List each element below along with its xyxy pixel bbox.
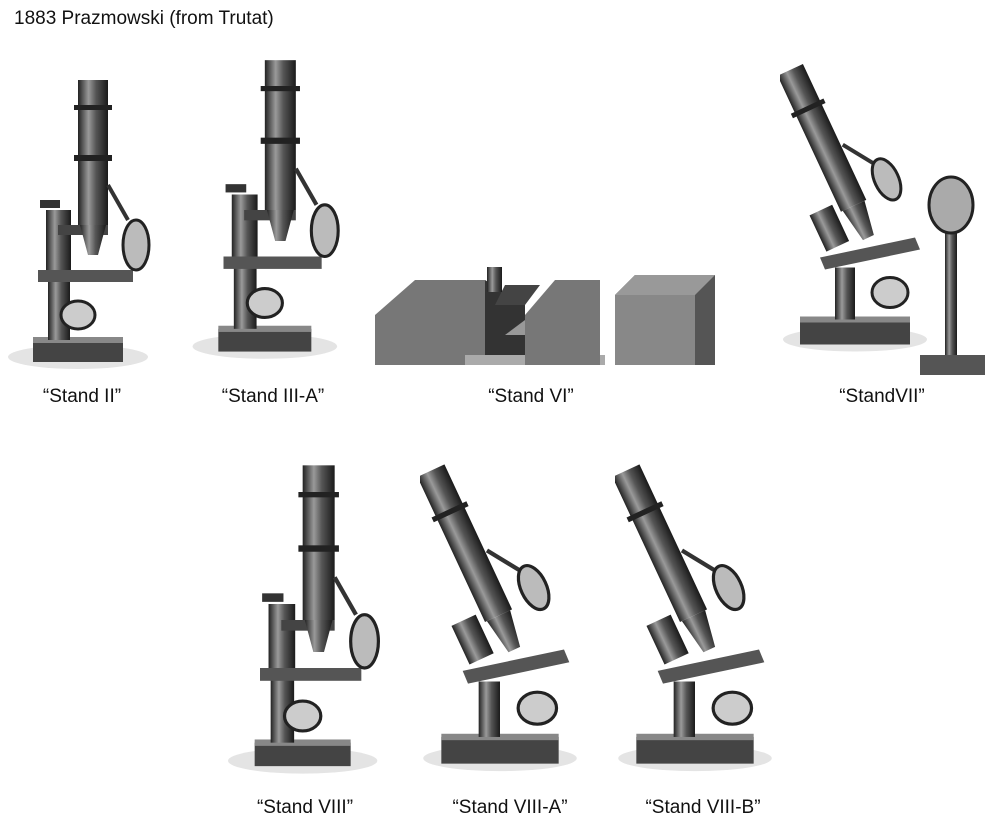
caption-stand-viii: “Stand VIII” [256, 797, 354, 818]
caption-stand-ii: “Stand II” [42, 386, 122, 407]
microscope-stand-viii-b-illustration [615, 450, 775, 785]
caption-stand-viii-a: “Stand VIII-A” [452, 797, 568, 818]
microscope-stand-iii-a-illustration [190, 55, 350, 365]
microscope-stand-ii-illustration [8, 75, 158, 375]
caption-stand-viii-b: “Stand VIII-B” [645, 797, 761, 818]
microscope-stand-viii-a-illustration [420, 450, 580, 785]
microscope-stand-vi-illustration [375, 267, 715, 365]
microscope-stand-viii-illustration [228, 455, 388, 785]
microscope-stand-vii-illustration [780, 40, 930, 375]
lamp-stand-illustration [920, 175, 985, 375]
caption-stand-iii-a: “Stand III-A” [221, 386, 325, 407]
page-title: 1883 Prazmowski (from Trutat) [14, 8, 274, 29]
caption-stand-vii: “StandVII” [839, 386, 925, 407]
caption-stand-vi: “Stand VI” [488, 386, 574, 407]
